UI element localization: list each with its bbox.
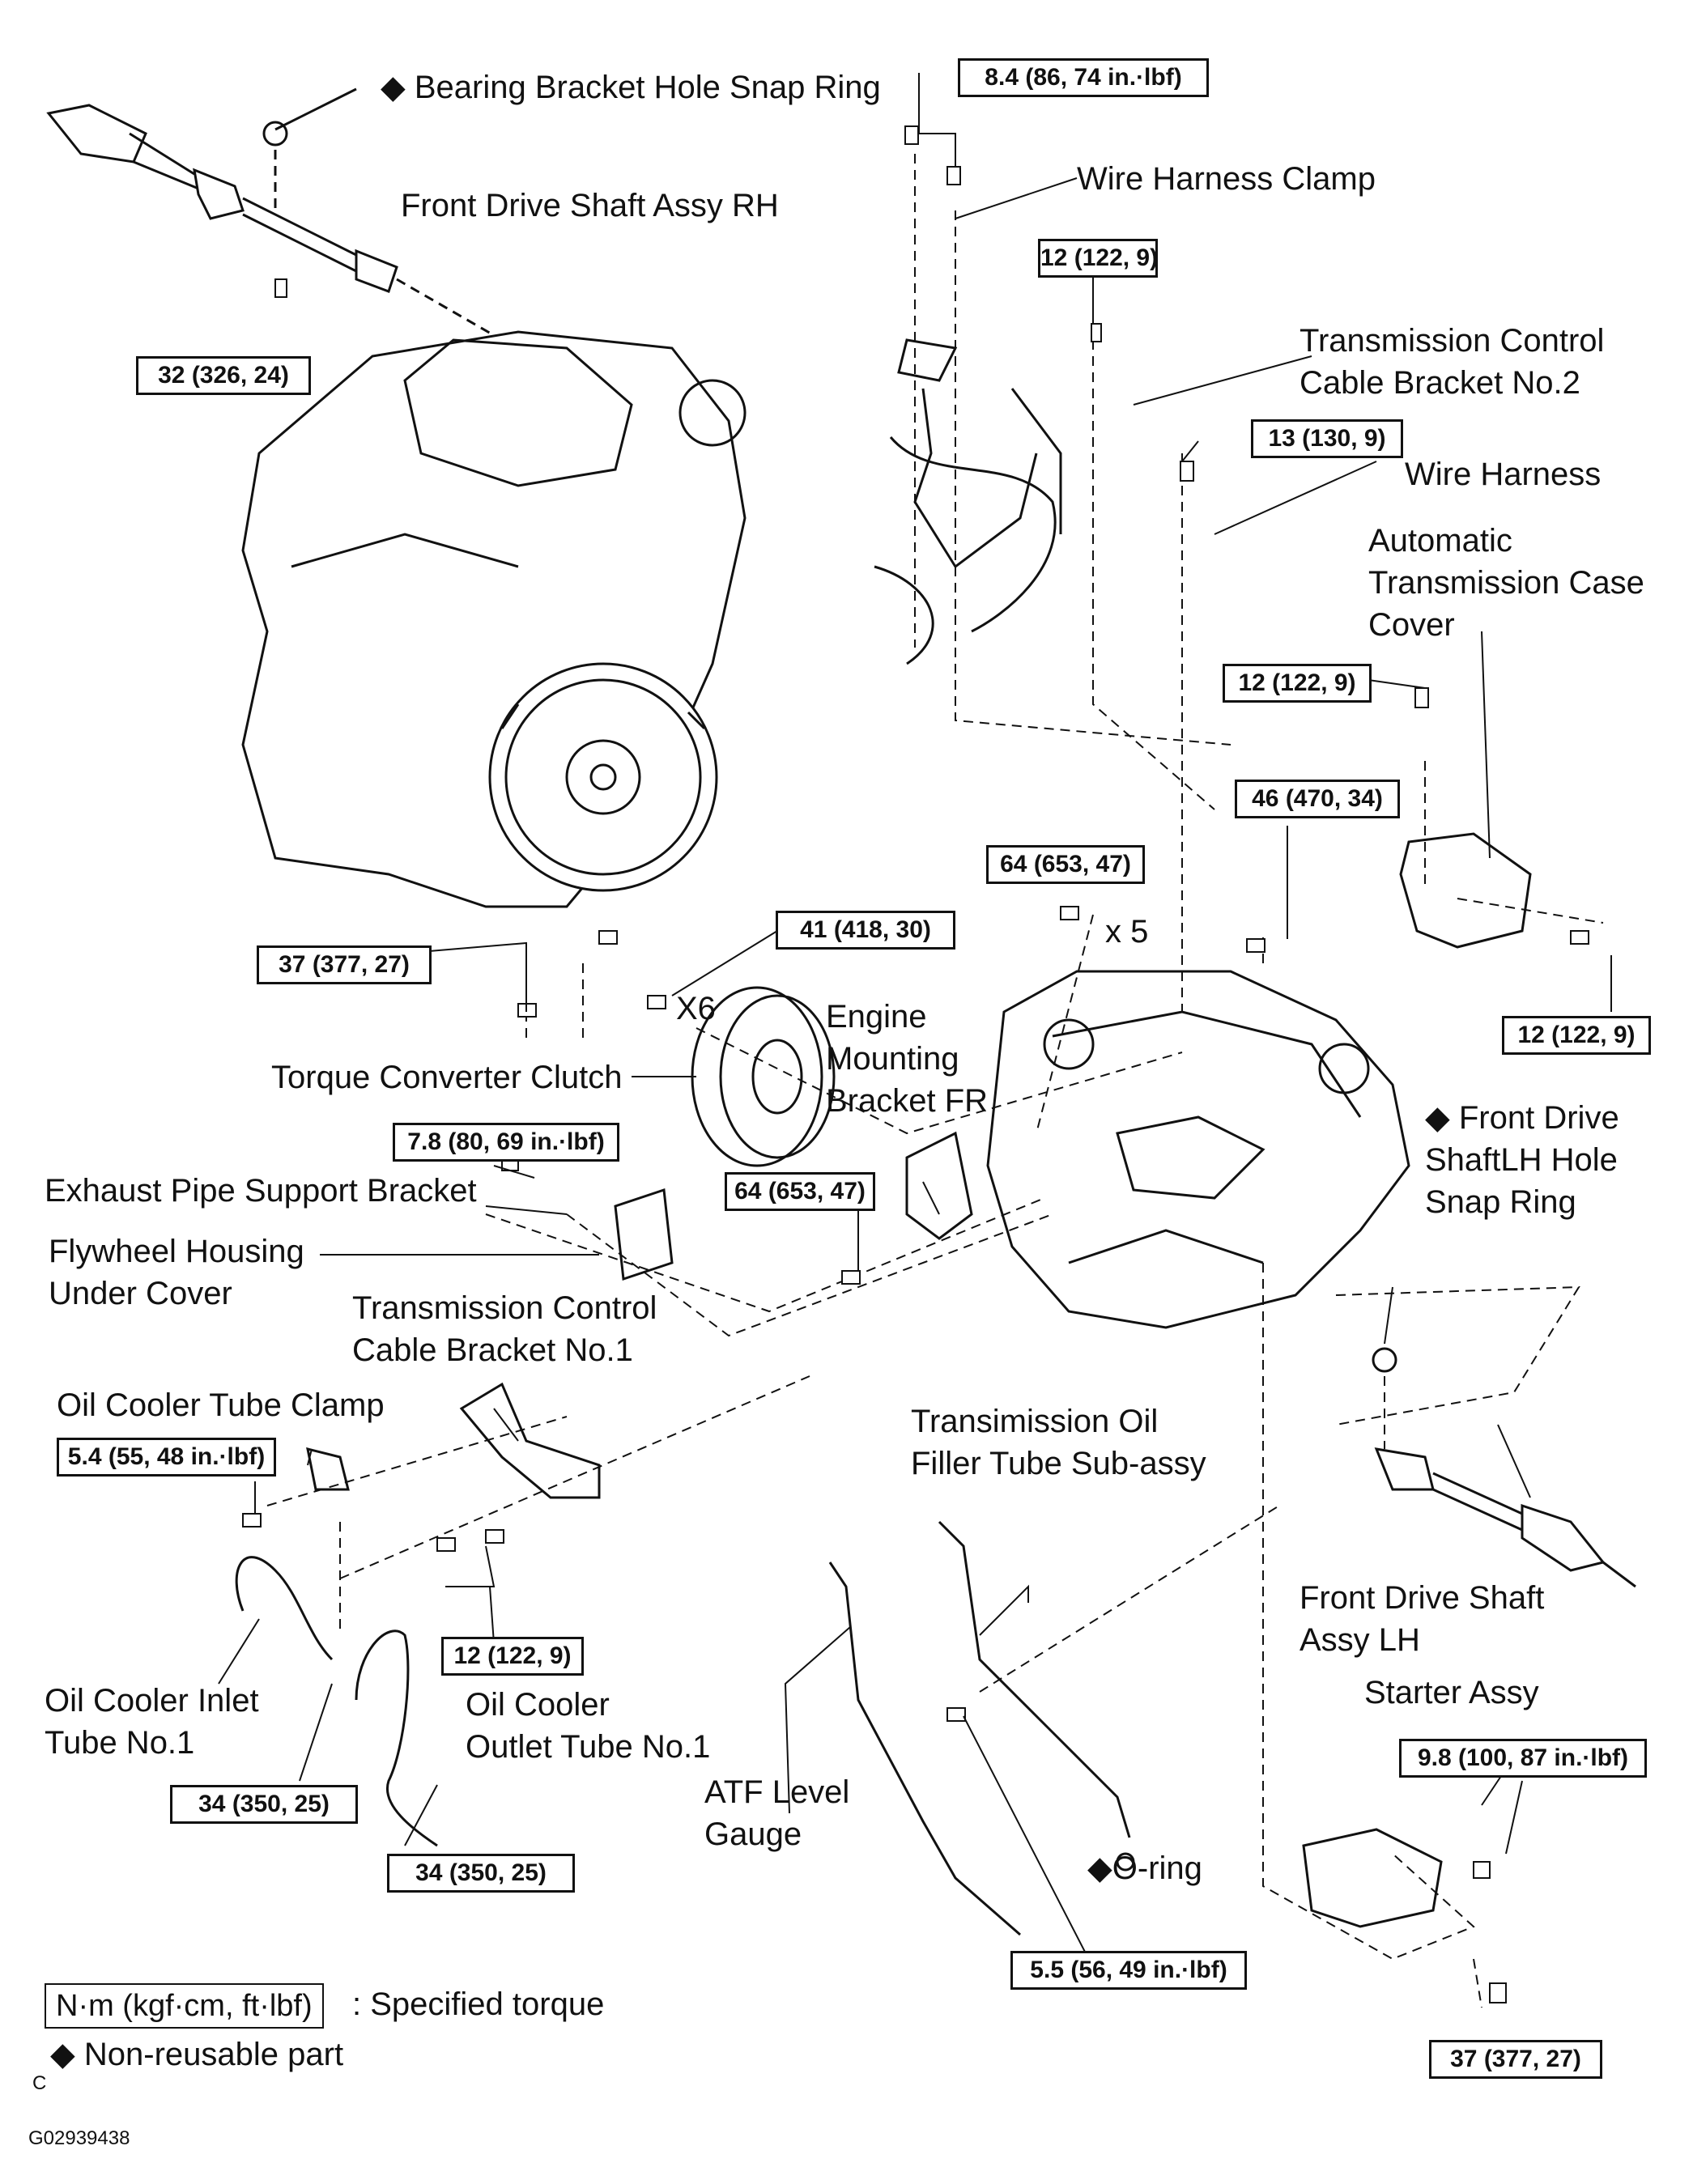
label-tcc-bracket-1: Transmission Control Cable Bracket No.1 [352, 1290, 657, 1368]
legend-specified-torque: : Specified torque [352, 1986, 605, 2022]
label-tcc-bracket-2: Transmission Control Cable Bracket No.2 [1300, 323, 1605, 401]
label-oil-cooler-clamp: Oil Cooler Tube Clamp [57, 1387, 385, 1423]
wire-harness-drawing [874, 338, 1062, 665]
case-cover-drawing [1399, 832, 1532, 949]
torque-box: 32 (326, 24) [136, 356, 311, 395]
legend-torque-unit-box: N·m (kgf·cm, ft·lbf) [45, 1983, 324, 2029]
torque-box: 34 (350, 25) [170, 1785, 358, 1824]
atf-gauge-drawing [828, 1562, 1021, 1936]
flywheel-cover-drawing [614, 1188, 674, 1281]
label-oil-cooler-outlet: Oil Cooler Outlet Tube No.1 [466, 1687, 711, 1765]
snap-ring-rh-drawing [262, 121, 288, 147]
legend-non-reusable: ◆ Non-reusable part [50, 2037, 344, 2072]
torque-box: 13 (130, 9) [1251, 419, 1403, 458]
tcc-bracket1-drawing [459, 1382, 601, 1499]
oil-cooler-tubes-drawing [235, 1447, 438, 1847]
label-exhaust-bracket: Exhaust Pipe Support Bracket [45, 1173, 477, 1209]
torque-box: 37 (377, 27) [257, 945, 432, 984]
label-at-case-cover: Automatic Transmission Case Cover [1368, 523, 1644, 643]
torque-box: 8.4 (86, 74 in.·lbf) [958, 58, 1209, 97]
torque-box: 46 (470, 34) [1235, 780, 1400, 818]
label-bearing-snap-ring: ◆ Bearing Bracket Hole Snap Ring [381, 70, 881, 105]
label-x5: x 5 [1105, 914, 1149, 950]
torque-converter-drawing [691, 986, 836, 1167]
torque-box: 9.8 (100, 87 in.·lbf) [1399, 1739, 1647, 1778]
label-o-ring: ◆O-ring [1087, 1850, 1202, 1886]
torque-box: 41 (418, 30) [776, 911, 955, 950]
torque-box: 5.4 (55, 48 in.·lbf) [57, 1438, 276, 1477]
o-ring-drawing [1116, 1852, 1135, 1872]
label-engine-mounting-bracket: Engine Mounting Bracket FR [826, 999, 989, 1119]
label-starter: Starter Assy [1364, 1675, 1539, 1710]
engine-drawing [241, 330, 747, 908]
engine-mount-drawing [905, 1131, 973, 1240]
front-drive-shaft-lh-drawing [1372, 1347, 1636, 1588]
label-x6: X6 [676, 991, 716, 1026]
label-atf-gauge: ATF Level Gauge [704, 1774, 850, 1852]
label-lh-snap-ring: ◆ Front Drive ShaftLH Hole Snap Ring [1425, 1100, 1619, 1220]
transmission-drawing [986, 970, 1410, 1329]
torque-box: 12 (122, 9) [1038, 239, 1158, 278]
label-wire-harness-clamp: Wire Harness Clamp [1077, 161, 1376, 197]
torque-box: 7.8 (80, 69 in.·lbf) [393, 1123, 619, 1162]
torque-box: 34 (350, 25) [387, 1854, 575, 1893]
label-wire-harness: Wire Harness [1405, 457, 1602, 492]
torque-box: 37 (377, 27) [1429, 2040, 1602, 2079]
label-filler-tube: Transimission Oil Filler Tube Sub-assy [911, 1404, 1206, 1481]
torque-box: 64 (653, 47) [986, 845, 1145, 884]
label-torque-converter: Torque Converter Clutch [271, 1060, 623, 1095]
filler-tube-drawing [938, 1520, 1131, 1838]
figure-code: G02939438 [28, 2127, 130, 2149]
torque-box: 12 (122, 9) [441, 1637, 584, 1676]
legend-corner-mark: C [32, 2072, 47, 2094]
torque-box: 64 (653, 47) [725, 1172, 875, 1211]
label-oil-cooler-inlet: Oil Cooler Inlet Tube No.1 [45, 1683, 259, 1761]
front-drive-shaft-rh-drawing [46, 104, 503, 342]
torque-box: 5.5 (56, 49 in.·lbf) [1010, 1951, 1247, 1990]
torque-box: 12 (122, 9) [1502, 1016, 1651, 1055]
torque-box: 12 (122, 9) [1223, 664, 1372, 703]
label-front-drive-shaft-lh: Front Drive Shaft Assy LH [1300, 1580, 1545, 1658]
label-flywheel-cover: Flywheel Housing Under Cover [49, 1234, 304, 1311]
starter-drawing [1302, 1828, 1443, 1928]
label-front-drive-shaft-rh: Front Drive Shaft Assy RH [401, 188, 779, 223]
